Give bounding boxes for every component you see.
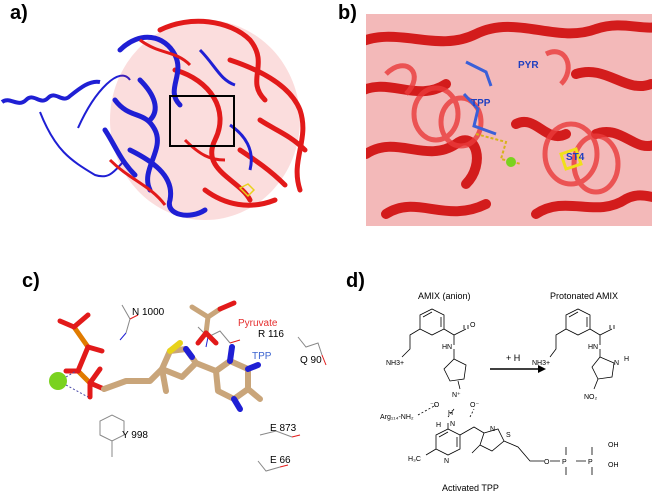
atom-o-left: O [470, 322, 476, 329]
panel-label-a: a) [10, 2, 28, 24]
mg-ion-c [49, 372, 67, 390]
blue-tail-loop [39, 74, 131, 178]
ligand-pyr [465, 60, 493, 87]
blue-tail-helix [0, 79, 101, 105]
atom-oh-p1: OH [608, 442, 619, 449]
label-tpp-b: TPP [471, 98, 491, 109]
title-amix-anion: AMIX (anion) [418, 291, 471, 301]
label-e873: E 873 [270, 423, 297, 434]
activated-tpp-structure [425, 423, 593, 475]
phosphate-group [71, 324, 93, 386]
label-q90: Q 90 [300, 355, 322, 366]
interaction-diagram: N 1000 Pyruvate R 116 TPP Q 90 E 873 Y 9… [49, 300, 327, 472]
reaction-arrow-head [538, 365, 546, 373]
zoom-box [169, 95, 235, 147]
mg-ion [506, 157, 516, 167]
panel-label-d: d) [346, 270, 365, 292]
label-e66: E 66 [270, 455, 291, 466]
atom-n-plus: N⁺ [452, 392, 461, 399]
atom-nh3-right: NH3+ [532, 360, 550, 367]
atom-o-minus: ⁻O [430, 402, 440, 409]
ligand-tpp [462, 92, 497, 136]
atom-n-h: N [614, 360, 619, 367]
reaction-scheme: AMIX (anion) Protonated AMIX NH3+ HN O N… [380, 291, 629, 493]
atom-oh-p2: OH [608, 462, 619, 469]
ligand-gold [475, 133, 522, 165]
label-y998: Y 998 [122, 430, 148, 441]
tpp-molecule [101, 346, 263, 402]
ligand-st4 [559, 147, 583, 171]
atom-arg: Arg₁₁₄-NH₂ [380, 414, 414, 421]
atom-no2: NO₂ [584, 394, 598, 401]
label-st4: ST4 [566, 152, 585, 163]
atom-h-right: H [624, 356, 629, 363]
panel-label-b: b) [338, 2, 357, 24]
label-pyruvate: Pyruvate [238, 318, 278, 329]
atom-h-n: H [436, 422, 441, 429]
protein-body [102, 18, 308, 220]
atom-nh3-left: NH3+ [386, 360, 404, 367]
atom-n-bottom: N [444, 458, 449, 465]
atom-p1: P [562, 459, 567, 466]
atom-n-thz: N [490, 426, 495, 433]
reaction-label: + H [506, 353, 520, 363]
atom-hn-left: HN [442, 344, 452, 351]
amix-anion-structure [401, 308, 469, 390]
atom-h-bond: H [448, 410, 453, 417]
atom-p2: P [588, 459, 593, 466]
label-pyr: PYR [518, 60, 539, 71]
label-r116: R 116 [258, 329, 284, 340]
panel-label-c: c) [22, 270, 40, 292]
label-tpp-c: TPP [252, 351, 272, 362]
atom-hn-right: HN [588, 344, 598, 351]
pyruvate-molecule [189, 304, 223, 336]
title-protonated-amix: Protonated AMIX [550, 291, 618, 301]
atom-n-ring: N [450, 421, 455, 428]
atom-o-p: O [544, 459, 550, 466]
label-n1000: N 1000 [132, 307, 165, 318]
title-activated-tpp: Activated TPP [442, 483, 499, 493]
protonated-amix-structure [549, 308, 615, 390]
atom-h3c: H₃C [408, 456, 421, 463]
protein-overview-image [0, 18, 308, 220]
active-site-image: PYR TPP ST4 [366, 14, 652, 226]
atom-o-single: O⁻ [470, 402, 479, 409]
ligand-small [238, 183, 256, 198]
atom-s-thz: S [506, 432, 511, 439]
